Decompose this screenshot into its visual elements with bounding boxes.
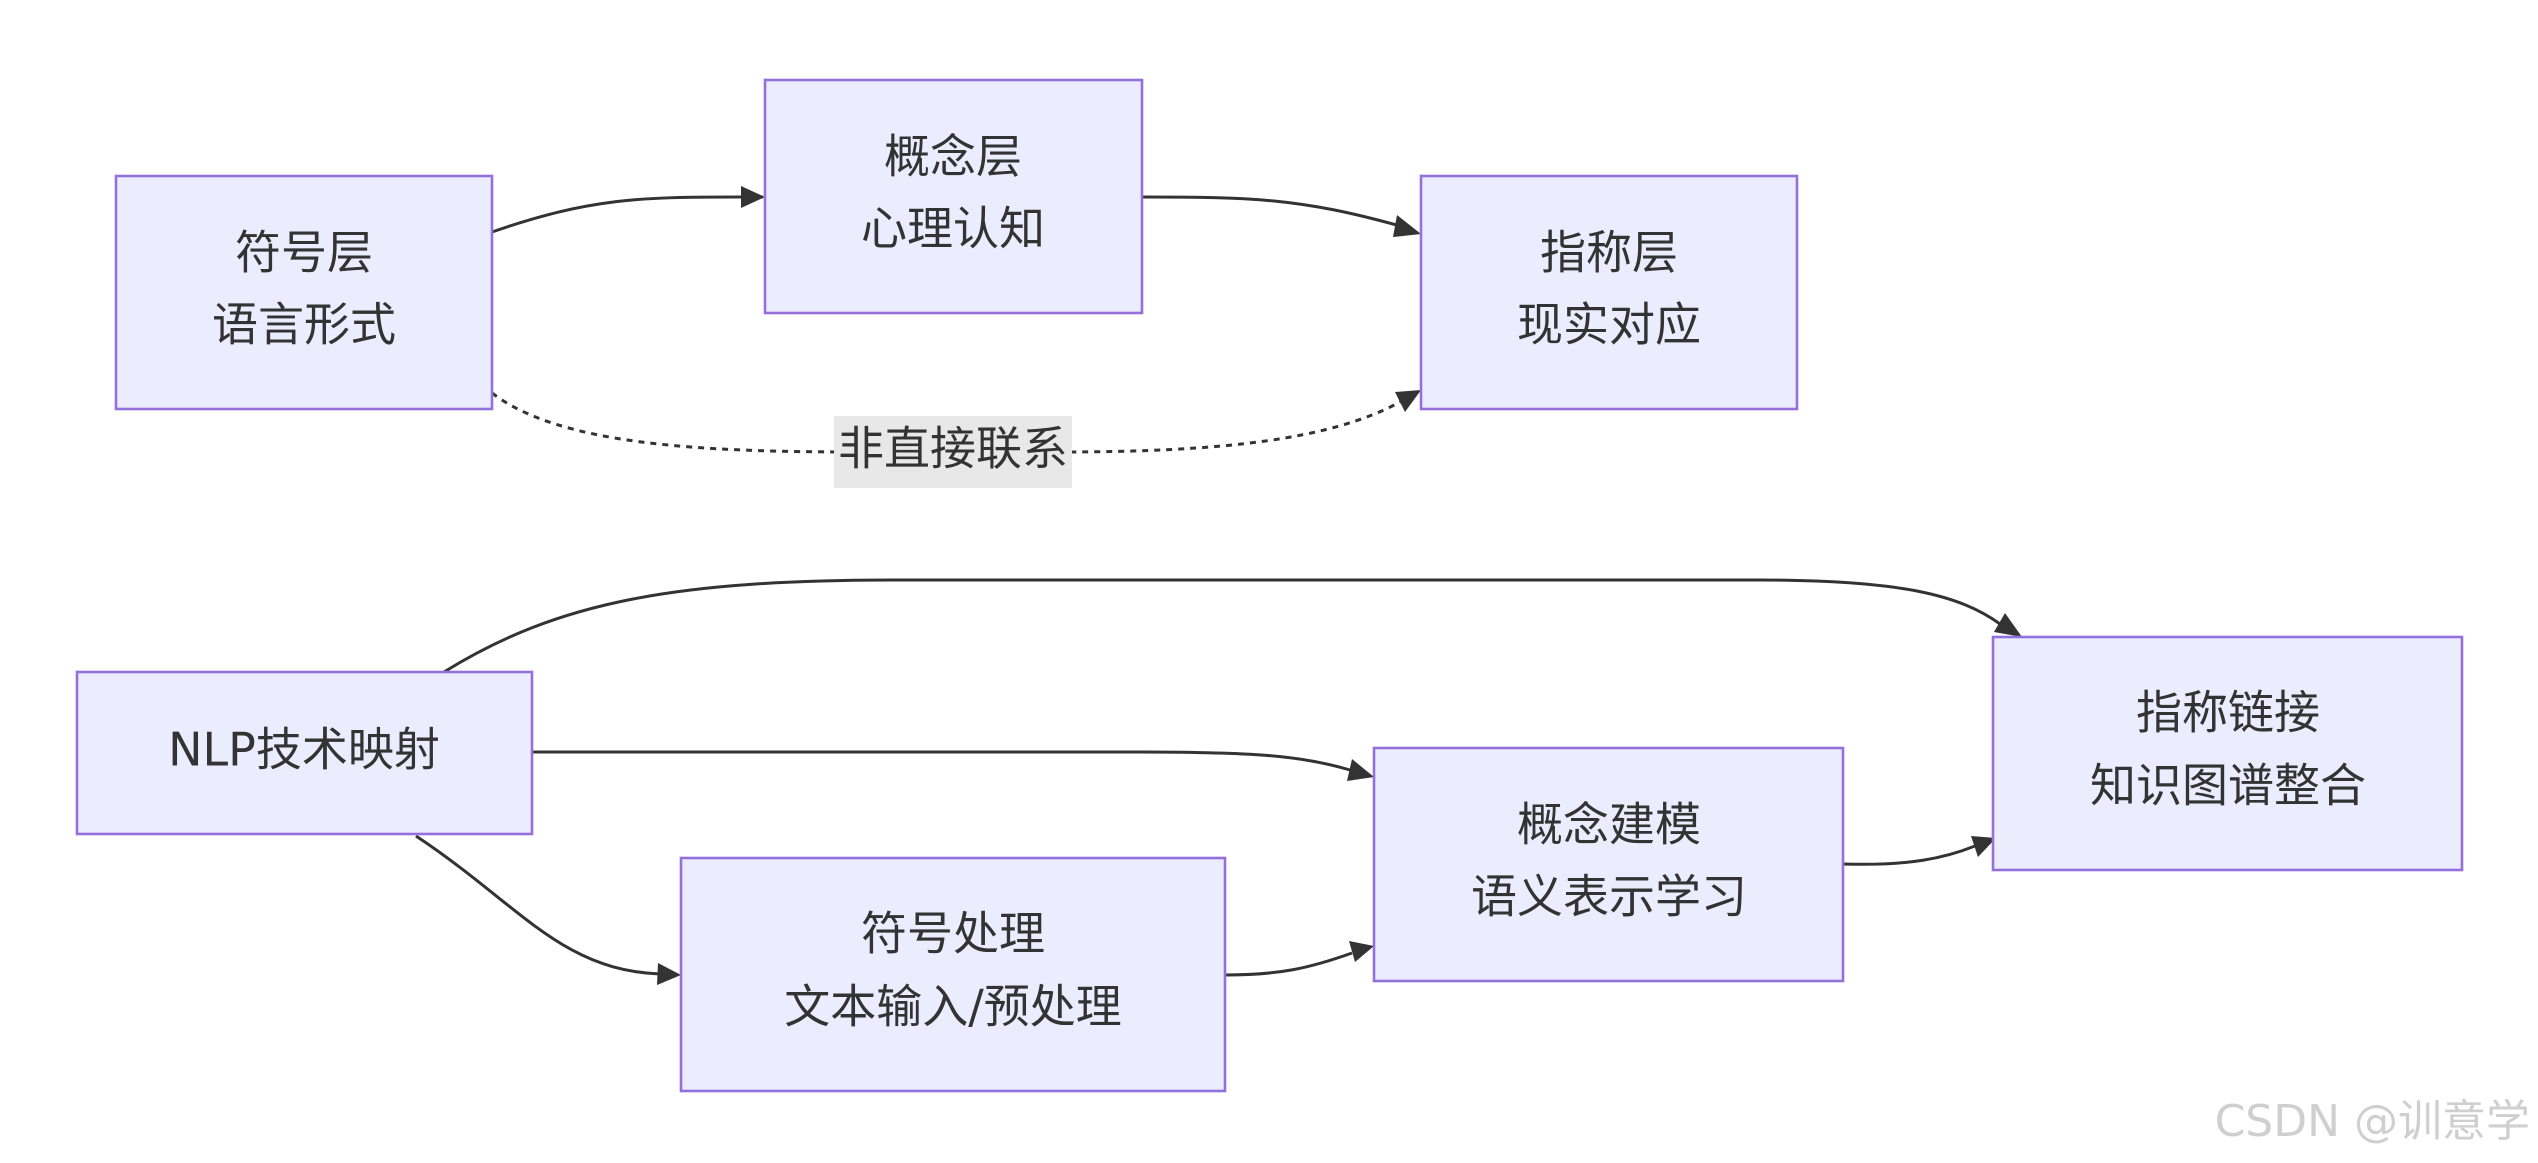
node-concept-layer-title: 概念层 <box>884 130 1022 184</box>
arrowhead-nlp-to-symbol-processing <box>657 963 681 985</box>
edge-label-indirect: 非直接联系 <box>838 422 1068 476</box>
node-nlp-mapping: NLP技术映射 <box>75 670 534 836</box>
edge-concept-to-referent <box>1141 195 1401 228</box>
node-concept-layer-subtitle: 心理认知 <box>861 202 1045 256</box>
node-referent-layer-subtitle: 现实对应 <box>1517 298 1701 352</box>
node-symbol-processing-subtitle: 文本输入/预处理 <box>784 980 1122 1034</box>
node-reference-linking-subtitle: 知识图谱整合 <box>2090 759 2366 813</box>
node-concept-layer: 概念层 心理认知 <box>763 78 1144 315</box>
arrowhead-symbol-processing-to-concept-modeling <box>1349 941 1374 962</box>
edge-nlp-to-symbol-processing <box>415 834 661 976</box>
edge-concept-modeling-to-reference-linking <box>1842 844 1976 866</box>
node-symbol-layer-title: 符号层 <box>235 226 373 280</box>
arrowhead-nlp-to-reference-linking <box>1994 613 2022 637</box>
edge-symbol-to-concept <box>491 195 763 234</box>
arrowhead-symbol-to-referent-indirect <box>1395 390 1421 412</box>
arrowhead-nlp-to-concept-modeling <box>1347 759 1374 781</box>
node-referent-layer-title: 指称层 <box>1540 226 1678 280</box>
node-reference-linking-title: 指称链接 <box>2136 686 2320 740</box>
node-reference-linking: 指称链接 知识图谱整合 <box>1991 635 2464 872</box>
edge-nlp-to-concept-modeling <box>532 750 1351 772</box>
node-concept-modeling-subtitle: 语义表示学习 <box>1471 870 1747 924</box>
node-symbol-processing-title: 符号处理 <box>861 907 1045 961</box>
diagram2-edges <box>415 578 2022 985</box>
node-nlp-mapping-title: NLP技术映射 <box>168 723 440 777</box>
arrowhead-symbol-to-concept <box>741 186 765 208</box>
node-symbol-processing: 符号处理 文本输入/预处理 <box>679 856 1227 1093</box>
node-referent-layer: 指称层 现实对应 <box>1419 174 1799 411</box>
watermark: CSDN @训意学 <box>2215 1096 2530 1147</box>
arrowhead-concept-to-referent <box>1393 215 1421 237</box>
diagram1-edges: 非直接联系 <box>491 186 1421 488</box>
node-concept-modeling-title: 概念建模 <box>1517 798 1701 852</box>
edge-label-background <box>834 416 1072 488</box>
edge-symbol-processing-to-concept-modeling <box>1224 951 1353 977</box>
node-symbol-layer-subtitle: 语言形式 <box>212 298 396 352</box>
node-concept-modeling: 概念建模 语义表示学习 <box>1372 746 1845 983</box>
arrowhead-concept-modeling-to-reference-linking <box>1971 836 1996 857</box>
node-symbol-layer: 符号层 语言形式 <box>114 174 494 411</box>
edge-nlp-to-reference-linking <box>443 578 2001 674</box>
